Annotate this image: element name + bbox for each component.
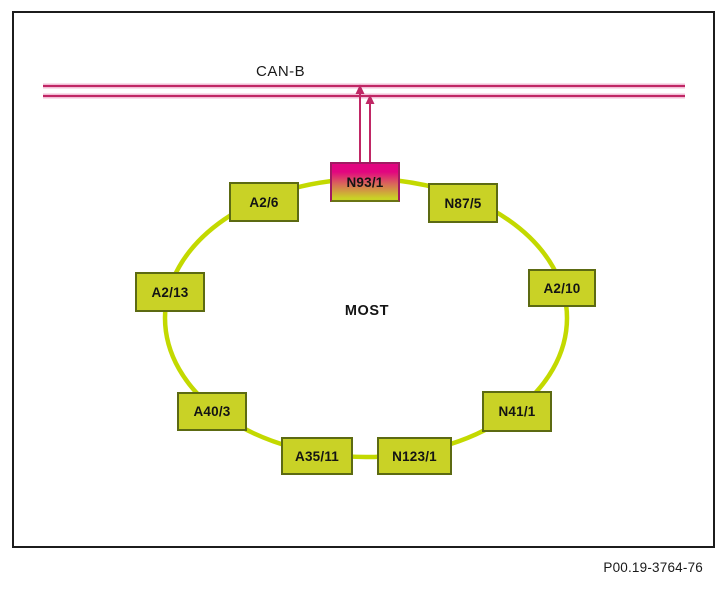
node-n87-5: N87/5 [428, 183, 498, 223]
node-a2-6: A2/6 [229, 182, 299, 222]
diagram-frame [12, 11, 715, 548]
node-a35-11: A35/11 [281, 437, 353, 475]
can-bus-label: CAN-B [256, 63, 306, 80]
node-n41-1: N41/1 [482, 391, 552, 432]
most-ring-label: MOST [344, 303, 390, 319]
node-a2-10: A2/10 [528, 269, 596, 307]
node-a2-13: A2/13 [135, 272, 205, 312]
node-n123-1: N123/1 [377, 437, 452, 475]
node-n93-1: N93/1 [330, 162, 400, 202]
node-a40-3: A40/3 [177, 392, 247, 431]
figure-number: P00.19-3764-76 [603, 560, 703, 575]
